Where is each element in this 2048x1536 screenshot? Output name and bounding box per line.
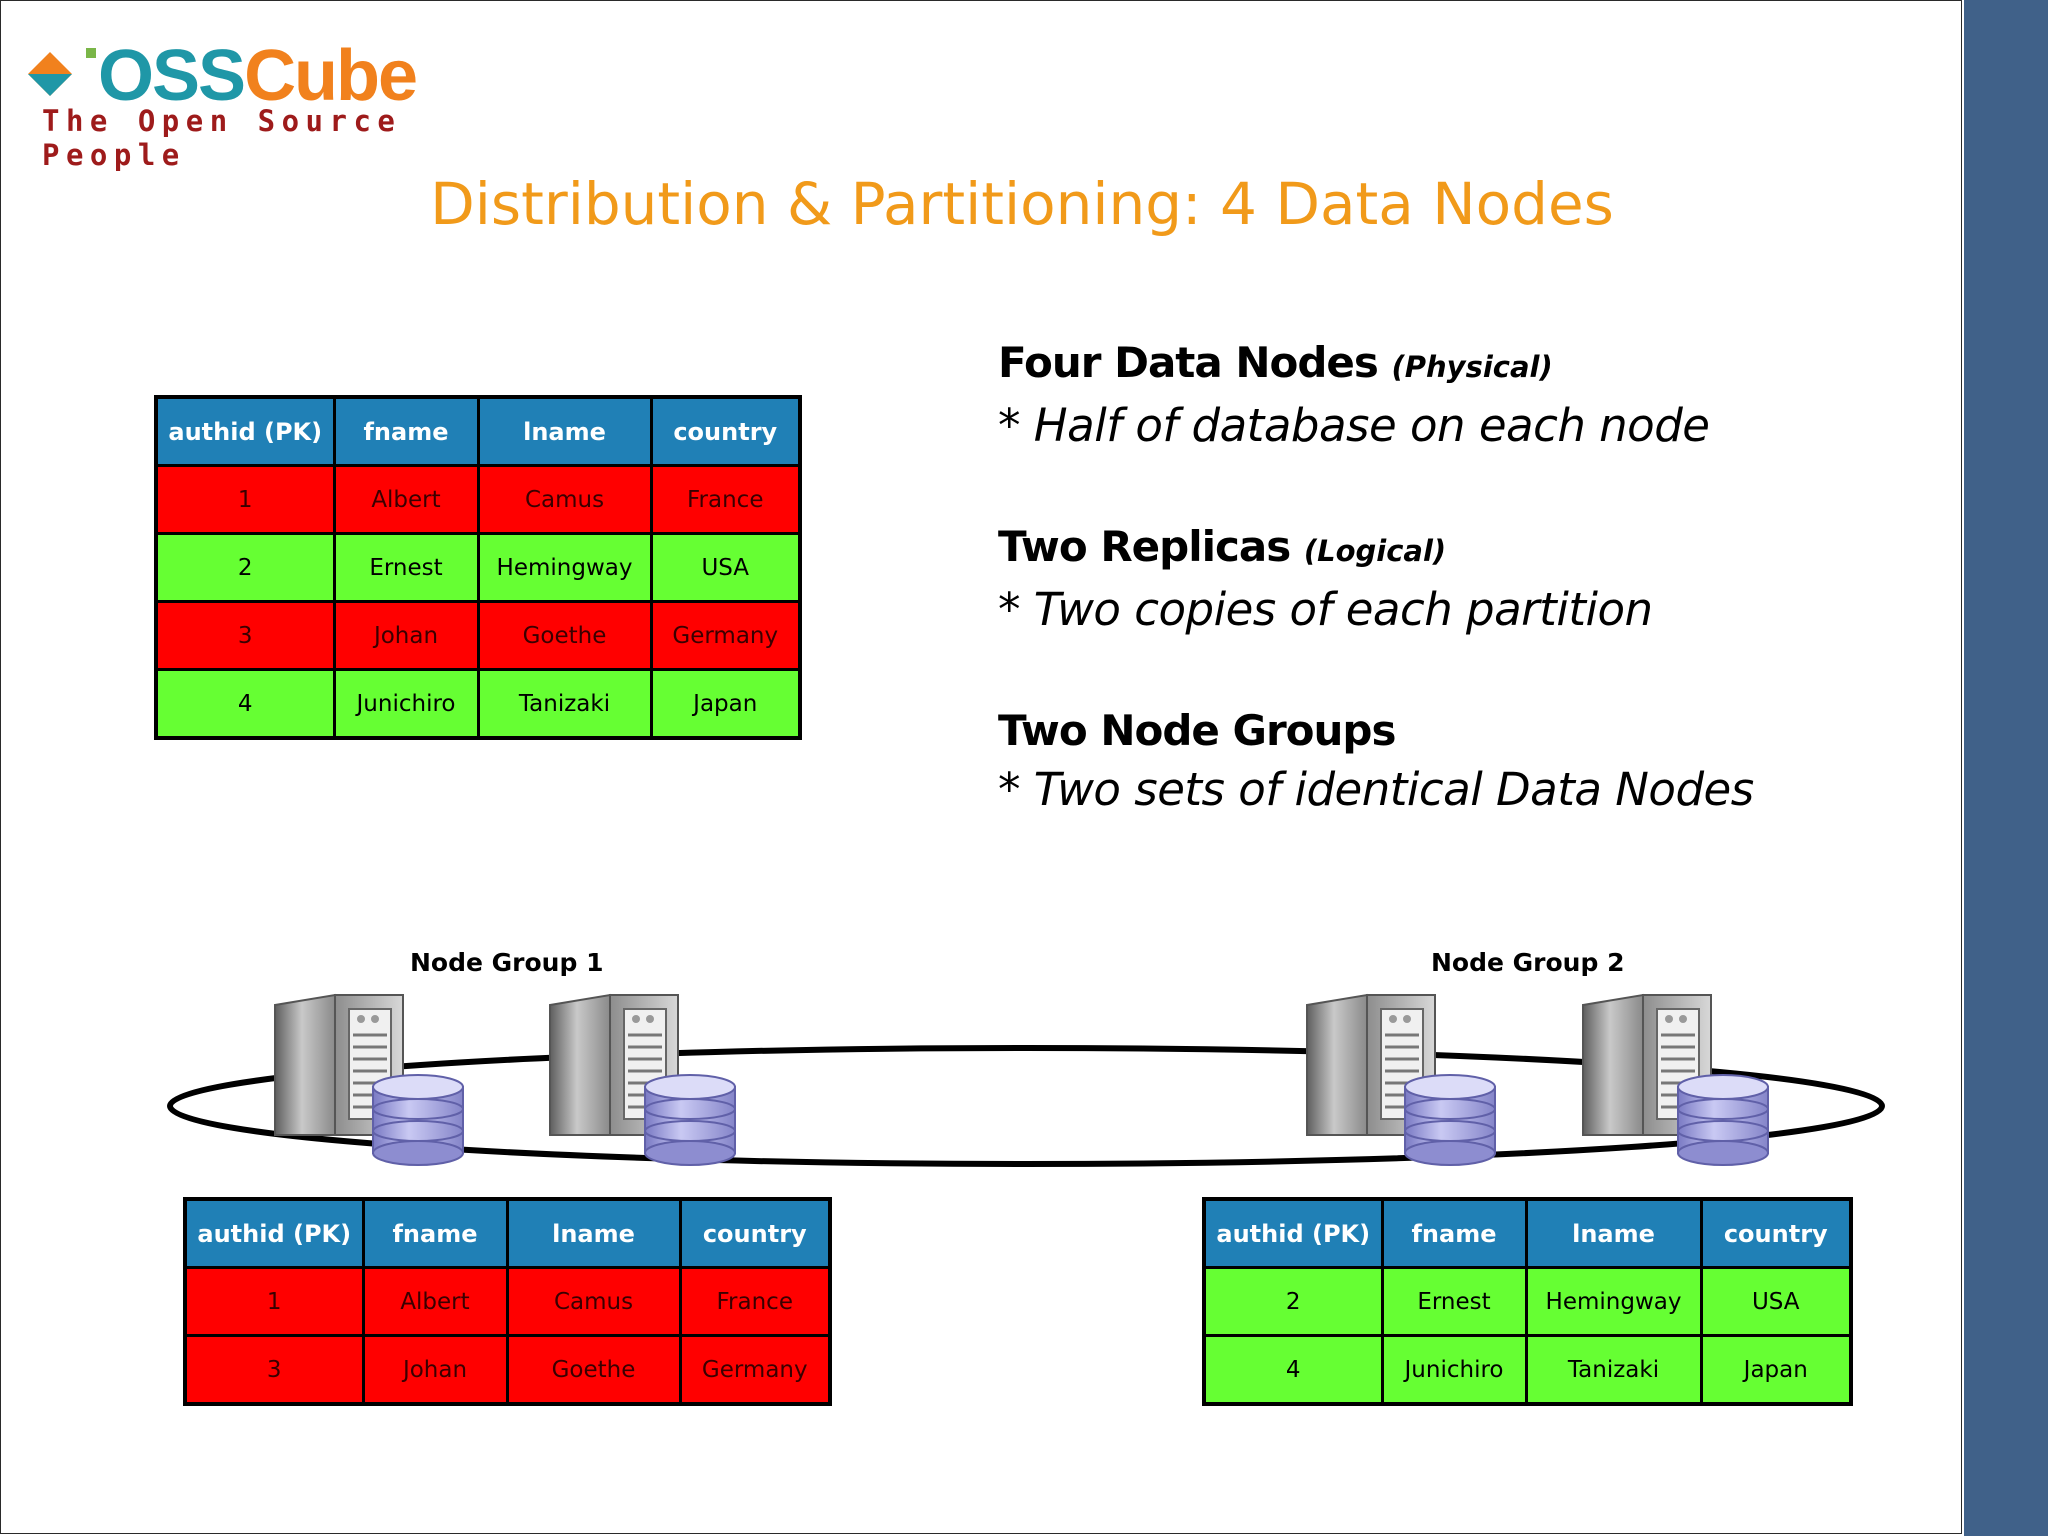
point-physical: Four Data Nodes (Physical) * Half of dat… bbox=[998, 335, 1898, 457]
column-header: lname bbox=[476, 395, 653, 467]
point-node-groups: Two Node Groups * Two sets of identical … bbox=[998, 703, 1898, 821]
column-header: lname bbox=[1524, 1197, 1703, 1269]
table-cell: 4 bbox=[154, 668, 336, 740]
logo-diamond-icon bbox=[28, 48, 96, 96]
table-cell: Goethe bbox=[476, 600, 653, 671]
table-cell: Junichiro bbox=[332, 668, 480, 740]
table-cell: Hemingway bbox=[1524, 1266, 1703, 1337]
table-cell: Camus bbox=[476, 464, 653, 535]
table-cell: Johan bbox=[332, 600, 480, 671]
column-header: authid (PK) bbox=[1202, 1197, 1384, 1269]
column-header: country bbox=[649, 395, 802, 467]
slide-title: Distribution & Partitioning: 4 Data Node… bbox=[430, 170, 1614, 238]
node-group-2-table: authid (PK) fname lname country 2 Ernest… bbox=[1202, 1197, 1853, 1406]
table-cell: 3 bbox=[183, 1334, 365, 1406]
table-cell: Japan bbox=[1699, 1334, 1853, 1406]
side-band bbox=[1964, 0, 2048, 1536]
column-header: fname bbox=[332, 395, 480, 467]
table-row: 2 Ernest Hemingway USA bbox=[154, 532, 802, 603]
table-cell: 2 bbox=[1202, 1266, 1384, 1337]
point-heading: Two Node Groups bbox=[998, 706, 1396, 755]
table-cell: Junichiro bbox=[1380, 1334, 1528, 1406]
point-heading: Four Data Nodes bbox=[998, 338, 1379, 387]
table-cell: Japan bbox=[649, 668, 802, 740]
table-header-row: authid (PK) fname lname country bbox=[183, 1197, 832, 1269]
table-cell: Tanizaki bbox=[476, 668, 653, 740]
node-group-1-table: authid (PK) fname lname country 1 Albert… bbox=[183, 1197, 832, 1406]
column-header: country bbox=[1699, 1197, 1853, 1269]
table-header-row: authid (PK) fname lname country bbox=[154, 395, 802, 467]
table-row: 2 Ernest Hemingway USA bbox=[1202, 1266, 1853, 1337]
full-table: authid (PK) fname lname country 1 Albert… bbox=[154, 395, 802, 740]
point-description: * Half of database on each node bbox=[998, 399, 1710, 452]
table-cell: 3 bbox=[154, 600, 336, 671]
table-cell: Tanizaki bbox=[1524, 1334, 1703, 1406]
table-cell: France bbox=[678, 1266, 832, 1337]
table-cell: 1 bbox=[183, 1266, 365, 1337]
table-row: 4 Junichiro Tanizaki Japan bbox=[154, 668, 802, 740]
node-group-2-label: Node Group 2 bbox=[1431, 948, 1625, 977]
osscube-logo: OSSCube The Open Source People bbox=[20, 36, 540, 172]
node-group-1-label: Node Group 1 bbox=[410, 948, 604, 977]
table-cell: Goethe bbox=[505, 1334, 682, 1406]
table-row: 4 Junichiro Tanizaki Japan bbox=[1202, 1334, 1853, 1406]
table-cell: Hemingway bbox=[476, 532, 653, 603]
table-cell: Ernest bbox=[332, 532, 480, 603]
table-cell: 4 bbox=[1202, 1334, 1384, 1406]
table-cell: Albert bbox=[361, 1266, 509, 1337]
logo-wordmark: OSSCube bbox=[98, 36, 418, 116]
table-row: 3 Johan Goethe Germany bbox=[183, 1334, 832, 1406]
point-description: * Two sets of identical Data Nodes bbox=[998, 763, 1754, 816]
slide-frame bbox=[0, 0, 1962, 1534]
table-cell: 2 bbox=[154, 532, 336, 603]
table-cell: Albert bbox=[332, 464, 480, 535]
table-header-row: authid (PK) fname lname country bbox=[1202, 1197, 1853, 1269]
column-header: fname bbox=[361, 1197, 509, 1269]
point-logical: Two Replicas (Logical) * Two copies of e… bbox=[998, 519, 1898, 641]
point-heading: Two Replicas bbox=[998, 522, 1291, 571]
column-header: fname bbox=[1380, 1197, 1528, 1269]
table-row: 1 Albert Camus France bbox=[183, 1266, 832, 1337]
table-cell: Camus bbox=[505, 1266, 682, 1337]
table-cell: USA bbox=[649, 532, 802, 603]
table-row: 1 Albert Camus France bbox=[154, 464, 802, 535]
table-cell: France bbox=[649, 464, 802, 535]
column-header: authid (PK) bbox=[154, 395, 336, 467]
table-cell: Germany bbox=[678, 1334, 832, 1406]
table-cell: Johan bbox=[361, 1334, 509, 1406]
column-header: lname bbox=[505, 1197, 682, 1269]
point-qualifier: (Logical) bbox=[1303, 534, 1447, 568]
column-header: authid (PK) bbox=[183, 1197, 365, 1269]
table-cell: USA bbox=[1699, 1266, 1853, 1337]
point-qualifier: (Physical) bbox=[1391, 350, 1553, 384]
table-cell: 1 bbox=[154, 464, 336, 535]
column-header: country bbox=[678, 1197, 832, 1269]
bullet-points: Four Data Nodes (Physical) * Half of dat… bbox=[998, 335, 1898, 883]
point-description: * Two copies of each partition bbox=[998, 583, 1653, 636]
table-cell: Germany bbox=[649, 600, 802, 671]
table-row: 3 Johan Goethe Germany bbox=[154, 600, 802, 671]
logo-tagline: The Open Source People bbox=[42, 104, 402, 172]
table-cell: Ernest bbox=[1380, 1266, 1528, 1337]
